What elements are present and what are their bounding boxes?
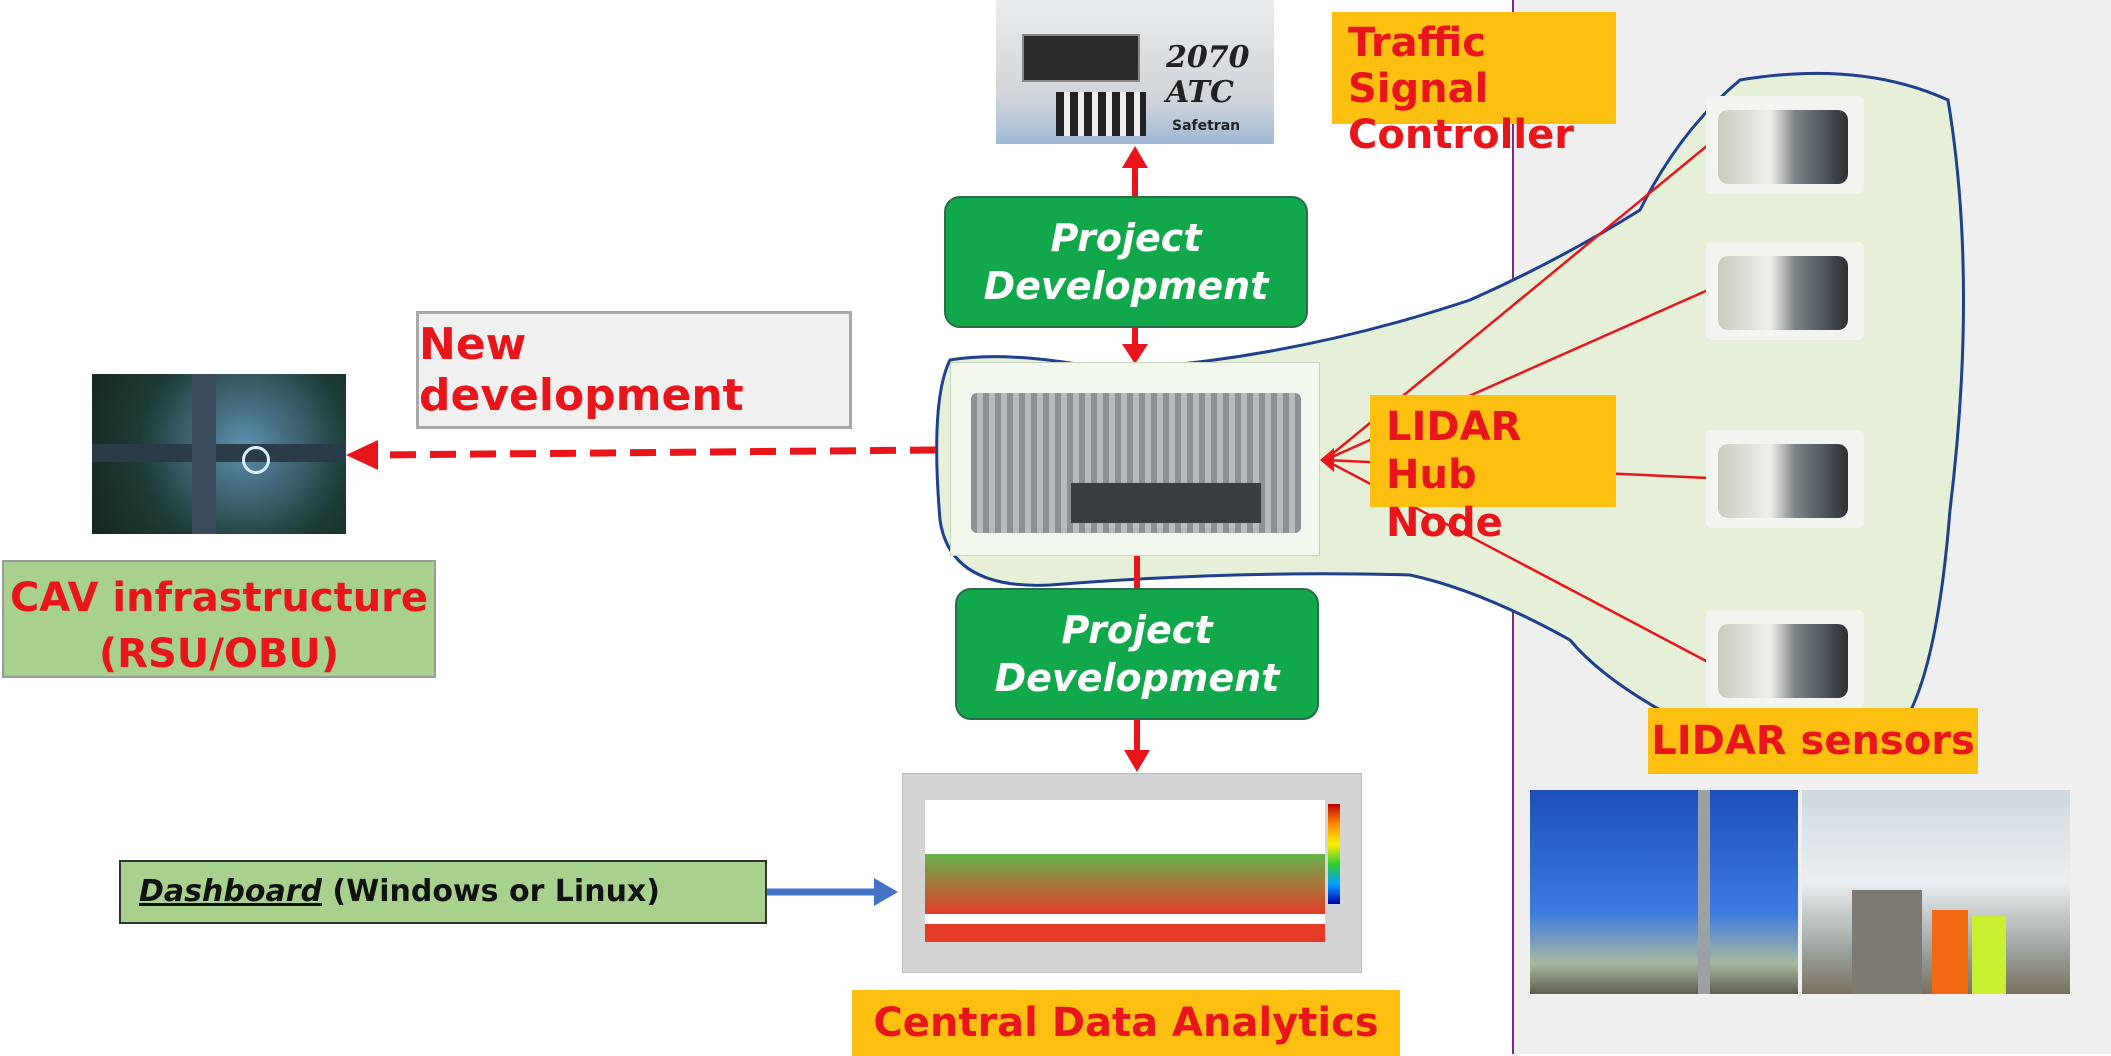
- field-installation-photo-1: [1530, 790, 1798, 994]
- project-development-top-box: Project Development: [944, 196, 1308, 328]
- lidar-sensors-label: LIDAR sensors: [1648, 708, 1978, 774]
- lidar-hub-node-label: LIDAR Hub Node: [1370, 395, 1616, 546]
- controller-model-text: 2070 ATC: [1166, 40, 1250, 110]
- dashboard-os-text: (Windows or Linux): [321, 874, 660, 909]
- cav-infrastructure-line1: CAV infrastructure: [9, 575, 429, 621]
- lidar-sensor-3: [1706, 430, 1864, 528]
- cav-infrastructure-box: CAV infrastructure (RSU/OBU): [2, 560, 436, 678]
- cav-infrastructure-image: [92, 374, 346, 534]
- central-data-analytics-label: Central Data Analytics: [852, 990, 1400, 1056]
- lidar-sensor-2: [1706, 242, 1864, 340]
- traffic-signal-controller-image: 2070 ATC Safetran: [996, 0, 1274, 144]
- new-development-box: New development: [416, 311, 852, 429]
- new-development-arrow: [375, 446, 937, 459]
- central-data-analytics-chart-image: [902, 773, 1362, 973]
- dashboard-box: Dashboard (Windows or Linux): [119, 860, 767, 924]
- traffic-signal-controller-label: Traffic Signal Controller: [1332, 12, 1616, 158]
- lidar-sensor-1: [1706, 96, 1864, 194]
- lidar-hub-computer-image: [950, 362, 1320, 556]
- lidar-sensor-4: [1706, 610, 1864, 708]
- controller-brand-text: Safetran: [1172, 118, 1241, 134]
- dashboard-word: Dashboard: [139, 874, 322, 909]
- cav-infrastructure-line2: (RSU/OBU): [98, 631, 340, 677]
- field-installation-photo-2: [1802, 790, 2070, 994]
- project-development-bottom-box: Project Development: [955, 588, 1319, 720]
